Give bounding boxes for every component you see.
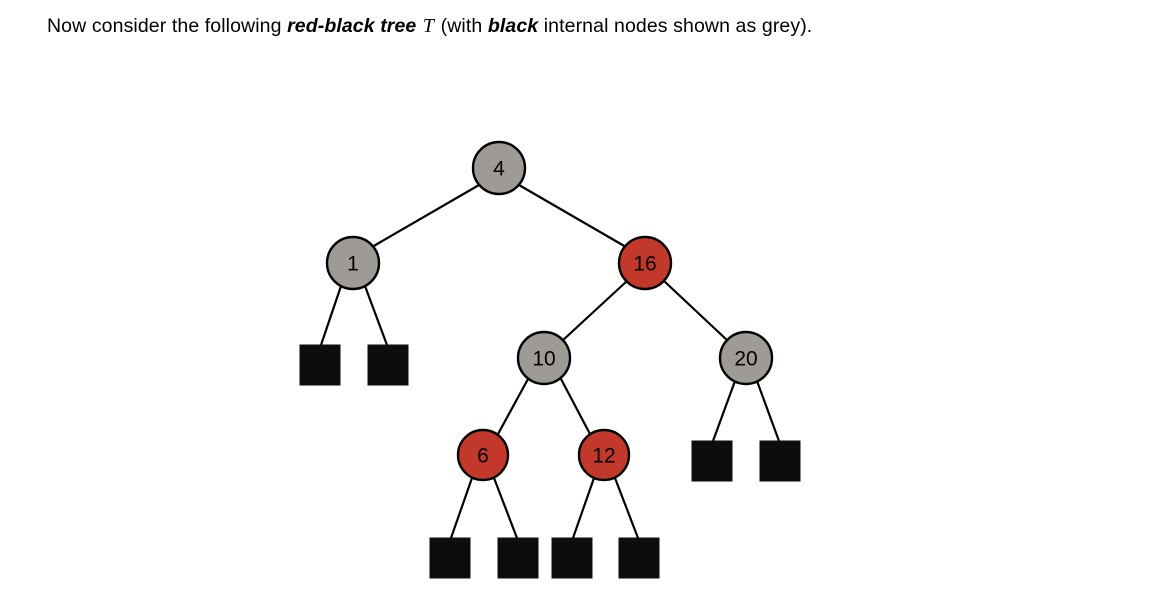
tree-edge-n10-n12 — [559, 377, 592, 436]
tree-edge-n10-n6 — [496, 377, 530, 436]
tree-edge-n4-n1 — [370, 183, 481, 249]
tree-edge-n6-l4 — [492, 476, 519, 540]
tree-nodes: 4 1 16 10 20 6 12 — [325, 140, 774, 482]
tree-edge-n1-l2 — [363, 284, 389, 347]
node-circle-1 — [325, 235, 381, 291]
tree-edges — [319, 183, 781, 540]
tree-node-12: 12 — [577, 428, 631, 482]
node-circle-6 — [456, 428, 510, 482]
node-circle-20 — [718, 330, 774, 386]
node-circle-10 — [516, 330, 572, 386]
nil-leaf-l3 — [429, 537, 471, 579]
tree-edge-n16-n10 — [560, 279, 629, 343]
tree-node-1: 1 — [325, 235, 381, 291]
node-circle-12 — [577, 428, 631, 482]
emphasis-red-black-tree: red-black tree — [287, 15, 417, 37]
tree-edge-n12-l5 — [571, 476, 596, 540]
nil-leaf-l5 — [551, 537, 593, 579]
tree-node-10: 10 — [516, 330, 572, 386]
node-circle-16 — [617, 235, 673, 291]
tree-node-4: 4 — [471, 140, 527, 196]
prompt-text-part-3: internal nodes shown as grey). — [538, 15, 813, 37]
tree-node-20: 20 — [718, 330, 774, 386]
nil-leaf-l1 — [299, 344, 341, 386]
tree-variable-symbol: T — [422, 15, 435, 37]
prompt-paragraph: Now consider the following red-black tre… — [47, 9, 1067, 43]
prompt-text-part-1: Now consider the following — [47, 15, 288, 37]
tree-node-6: 6 — [456, 428, 510, 482]
tree-edge-n16-n20 — [662, 279, 730, 343]
prompt-text-part-2: (with — [435, 15, 488, 37]
node-circle-4 — [471, 140, 527, 196]
tree-edge-n1-l1 — [319, 284, 343, 347]
tree-edge-n4-n16 — [517, 183, 628, 249]
tree-nil-leaves — [299, 344, 801, 579]
nil-leaf-l2 — [367, 344, 409, 386]
tree-edge-n12-l6 — [613, 476, 640, 540]
nil-leaf-l6 — [618, 537, 660, 579]
nil-leaf-l4 — [497, 537, 539, 579]
nil-leaf-l7 — [691, 440, 733, 482]
emphasis-black: black — [487, 15, 539, 37]
tree-edge-n20-l8 — [755, 379, 781, 443]
tree-edge-n20-l7 — [711, 379, 737, 443]
nil-leaf-l8 — [759, 440, 801, 482]
tree-node-16: 16 — [617, 235, 673, 291]
tree-edge-n6-l3 — [449, 476, 474, 540]
